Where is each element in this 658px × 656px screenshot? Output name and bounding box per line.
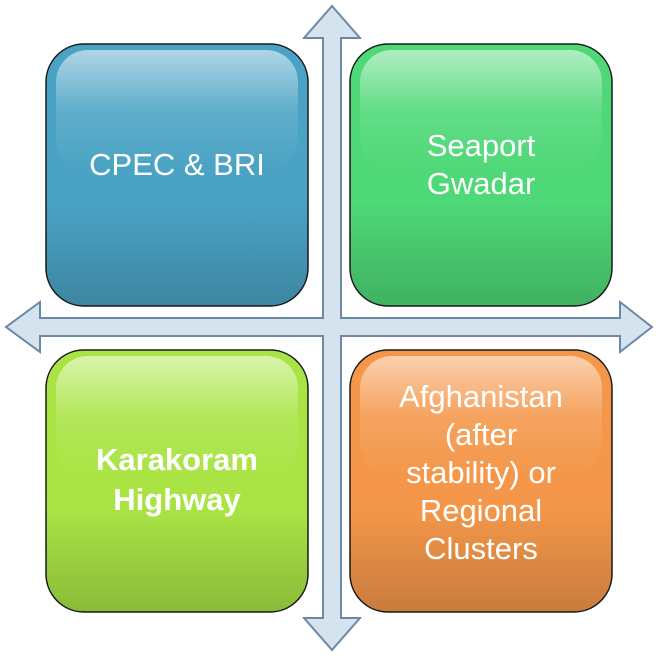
- quadrant-shade: [350, 350, 612, 612]
- quadrant-label-line: Seaport: [427, 128, 536, 163]
- quadrant-label-line: (after: [445, 417, 517, 452]
- cross-arrows: [4, 4, 654, 652]
- quadrant-label-line: Afghanistan: [399, 379, 563, 414]
- quadrant-top-left: CPEC & BRI: [45, 43, 309, 307]
- quadrant-label: CPEC & BRI: [89, 147, 265, 182]
- quadrant-shade: [350, 44, 612, 306]
- quadrant-label-line: Karakoram: [96, 442, 258, 477]
- quadrant-label-line: Regional: [420, 493, 542, 528]
- quadrant-label-line: stability) or: [406, 455, 556, 490]
- quadrant-label-line: Clusters: [424, 531, 538, 566]
- quadrant-shade: [46, 44, 308, 306]
- quadrant-label-line: CPEC & BRI: [89, 147, 265, 182]
- quadrant-label-line: Gwadar: [427, 166, 536, 201]
- quadrant-label-line: Highway: [113, 482, 241, 517]
- quadrant-shade: [46, 350, 308, 612]
